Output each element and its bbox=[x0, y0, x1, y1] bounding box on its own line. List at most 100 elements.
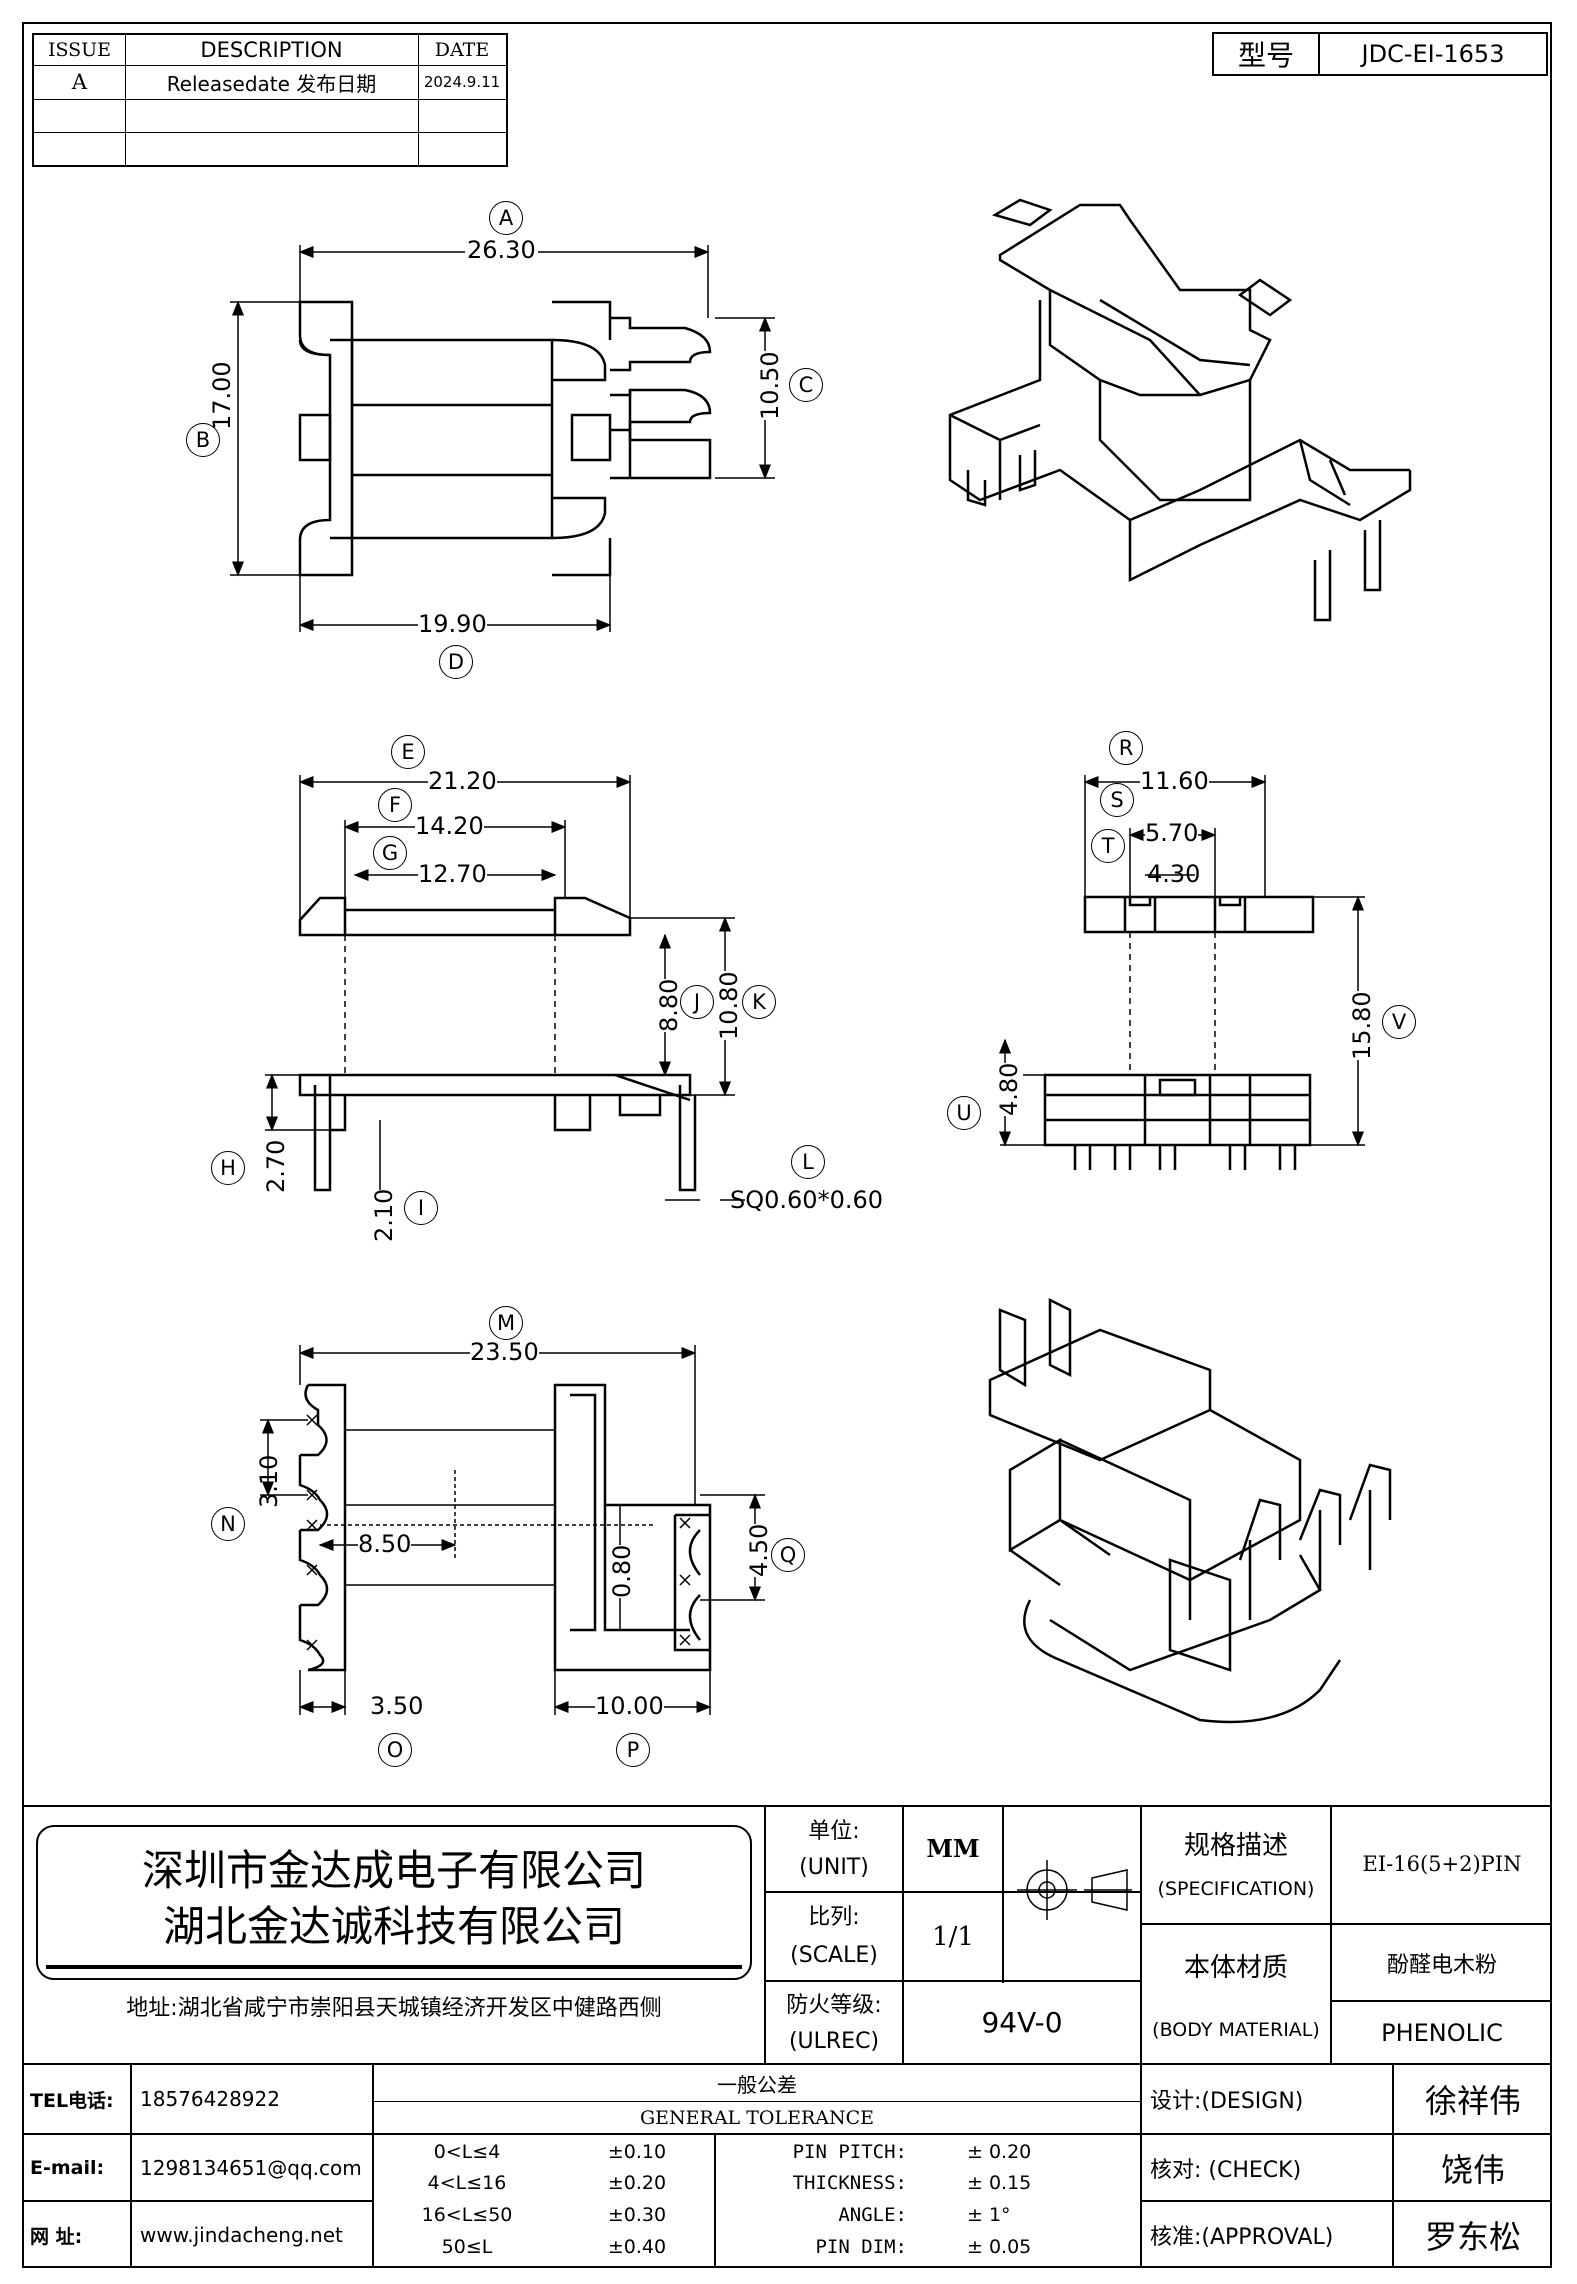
dim-letter-L: L bbox=[791, 1145, 825, 1179]
dim-letter-M: M bbox=[489, 1306, 523, 1340]
dim-I-value: 2.10 bbox=[370, 1188, 398, 1242]
tolerance-range: 16<L≤50 bbox=[421, 2204, 513, 2226]
fire-value: 94V-0 bbox=[981, 2006, 1063, 2039]
dim-A-value: 26.30 bbox=[465, 236, 538, 264]
dim-letter-E: E bbox=[391, 735, 425, 769]
company-box: 深圳市金达成电子有限公司 湖北金达诚科技有限公司 bbox=[36, 1825, 752, 1980]
spec-tolerance-value: ± 0.15 bbox=[967, 2172, 1032, 2194]
approval-label: 核准:(APPROVAL) bbox=[1150, 2225, 1334, 2250]
fire-label-cn: 防火等级: bbox=[786, 1993, 882, 2018]
rev-header-description: DESCRIPTION bbox=[200, 38, 343, 62]
tolerance-range: 0<L≤4 bbox=[433, 2141, 501, 2163]
dim-letter-J: J bbox=[680, 985, 714, 1019]
dim-E-value: 21.20 bbox=[428, 767, 497, 795]
rev-row-issue: A bbox=[71, 70, 88, 94]
iso-view-bottom-right bbox=[988, 1297, 1392, 1724]
dim-S-value: 5.70 bbox=[1145, 819, 1199, 847]
top-view-left bbox=[298, 300, 712, 577]
spec-tolerance-label: THICKNESS: bbox=[792, 2172, 907, 2194]
email-label: E-mail: bbox=[30, 2156, 105, 2179]
dim-H-value: 2.70 bbox=[262, 1139, 290, 1193]
dim-L-value: SQ0.60*0.60 bbox=[730, 1186, 883, 1214]
tolerance-value: ±0.30 bbox=[607, 2204, 667, 2226]
model-box: 型号 JDC-EI-1653 bbox=[1212, 32, 1548, 76]
dim-B-value: 17.00 bbox=[208, 361, 236, 430]
dim-letter-K: K bbox=[742, 985, 776, 1019]
rev-header-date: DATE bbox=[434, 39, 490, 61]
dim-letter-N: N bbox=[211, 1507, 245, 1541]
material-label-en: (BODY MATERIAL) bbox=[1152, 2019, 1320, 2041]
dim-letter-D: D bbox=[439, 645, 473, 679]
dim-letter-R: R bbox=[1109, 731, 1143, 765]
dim-letter-F: F bbox=[378, 788, 412, 822]
tolerance-cn: 一般公差 bbox=[717, 2072, 797, 2097]
spec-tolerance-label: PIN DIM: bbox=[815, 2236, 907, 2258]
spec-tolerance-value: ± 0.20 bbox=[967, 2141, 1032, 2163]
dim-F-value: 14.20 bbox=[415, 812, 484, 840]
company-name-2: 湖北金达诚科技有限公司 bbox=[162, 1901, 625, 1951]
fire-label-en: (ULREC) bbox=[788, 2028, 880, 2054]
bottom-view bbox=[298, 1383, 712, 1672]
spec-label-cn: 规格描述 bbox=[1183, 1830, 1288, 1861]
dim-T-value: 4.30 bbox=[1147, 860, 1201, 888]
model-label: 型号 bbox=[1237, 39, 1294, 72]
spec-tolerance-value: ± 1° bbox=[967, 2204, 1011, 2226]
material-value-en: PHENOLIC bbox=[1381, 2018, 1503, 2047]
rev-row-description: Releasedate 发布日期 bbox=[166, 71, 377, 96]
dim-Q-value: 4.50 bbox=[745, 1523, 773, 1577]
rev-row-date: 2024.9.11 bbox=[423, 73, 501, 91]
dim-letter-U: U bbox=[947, 1096, 981, 1130]
dim-V-value: 15.80 bbox=[1348, 991, 1376, 1060]
dim-U-value: 4.80 bbox=[995, 1062, 1023, 1116]
dim-J-value: 8.80 bbox=[655, 978, 683, 1032]
title-block: 深圳市金达成电子有限公司 湖北金达诚科技有限公司 地址:湖北省咸宁市崇阳县天城镇… bbox=[22, 1805, 1552, 2268]
dim-0-80-value: 0.80 bbox=[608, 1544, 636, 1598]
unit-label-cn: 单位: bbox=[808, 1819, 860, 1844]
check-label: 核对: (CHECK) bbox=[1150, 2157, 1302, 2183]
unit-label-en: (UNIT) bbox=[799, 1854, 869, 1880]
dim-N-value: 3.10 bbox=[255, 1454, 283, 1508]
dim-K-value: 10.80 bbox=[715, 971, 743, 1040]
tolerance-value: ±0.10 bbox=[607, 2141, 667, 2163]
design-label: 设计:(DESIGN) bbox=[1150, 2089, 1304, 2114]
approval-value: 罗东松 bbox=[1424, 2218, 1521, 2256]
material-label-cn: 本体材质 bbox=[1183, 1952, 1288, 1983]
web-value: www.jindacheng.net bbox=[140, 2223, 343, 2247]
spec-value: EI-16(5+2)PIN bbox=[1362, 1852, 1522, 1876]
spec-label-en: (SPECIFICATION) bbox=[1157, 1878, 1315, 1900]
front-view bbox=[298, 896, 697, 1192]
rev-header-issue: ISSUE bbox=[47, 39, 112, 61]
dim-letter-P: P bbox=[616, 1733, 650, 1767]
dim-R-value: 11.60 bbox=[1140, 767, 1209, 795]
web-label: 网 址: bbox=[30, 2225, 83, 2248]
dim-letter-V: V bbox=[1382, 1005, 1416, 1039]
dim-letter-C: C bbox=[789, 368, 823, 402]
dim-letter-Q: Q bbox=[771, 1538, 805, 1572]
scale-label-en: (SCALE) bbox=[790, 1942, 878, 1968]
tolerance-range: 4<L≤16 bbox=[427, 2172, 507, 2194]
dim-letter-A: A bbox=[489, 201, 523, 235]
model-value: JDC-EI-1653 bbox=[1361, 40, 1505, 68]
dim-letter-O: O bbox=[378, 1733, 412, 1767]
spec-tolerance-label: ANGLE: bbox=[838, 2204, 907, 2226]
scale-value: 1/1 bbox=[932, 1921, 974, 1952]
side-view bbox=[1043, 895, 1315, 1170]
email-value: 1298134651@qq.com bbox=[140, 2155, 362, 2180]
dim-letter-S: S bbox=[1100, 783, 1134, 817]
dim-C-value: 10.50 bbox=[756, 351, 784, 420]
spec-tolerance-value: ± 0.05 bbox=[967, 2236, 1032, 2258]
dim-letter-T: T bbox=[1091, 829, 1125, 863]
drawing-sheet-border bbox=[22, 22, 1552, 2268]
revision-table: ISSUE DESCRIPTION DATE A Releasedate 发布日… bbox=[32, 33, 508, 167]
tolerance-en: GENERAL TOLERANCE bbox=[639, 2106, 875, 2129]
tel-value: 18576428922 bbox=[140, 2087, 280, 2111]
iso-view-top-right bbox=[948, 198, 1412, 622]
dim-letter-I: I bbox=[404, 1191, 438, 1225]
unit-value: MM bbox=[926, 1833, 980, 1863]
tolerance-value: ±0.40 bbox=[607, 2236, 667, 2258]
tel-label: TEL电话: bbox=[30, 2089, 114, 2112]
design-value: 徐祥伟 bbox=[1424, 2082, 1521, 2120]
address: 地址:湖北省咸宁市崇阳县天城镇经济开发区中健路西侧 bbox=[126, 1996, 662, 2021]
scale-label-cn: 比列: bbox=[808, 1905, 860, 1930]
dim-letter-B: B bbox=[186, 423, 220, 457]
